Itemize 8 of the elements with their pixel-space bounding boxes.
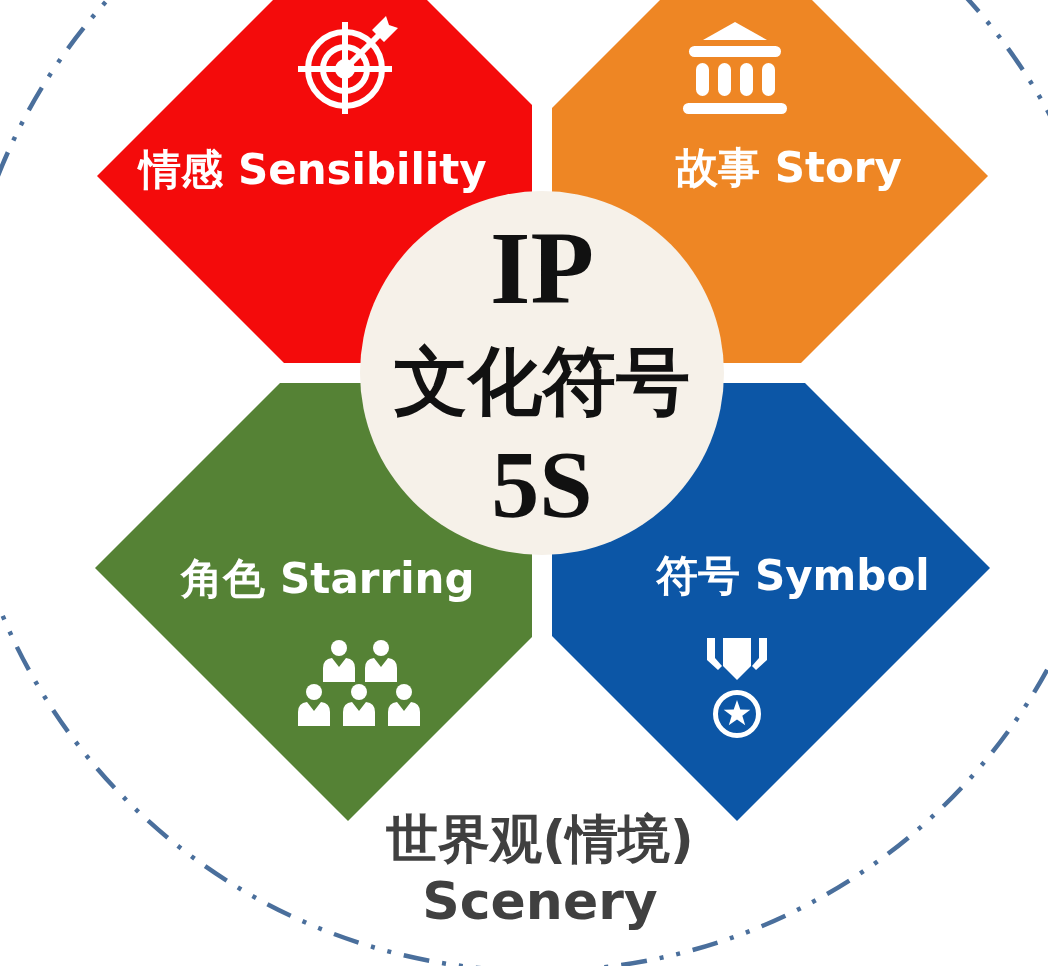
title-text: 5S [491, 437, 593, 533]
title-text: 文化符号 [394, 344, 690, 418]
category-label: 角色 Starring [181, 553, 475, 605]
category-label: 情感 Sensibility [139, 144, 487, 196]
circle-label: 世界观(情境) Scenery [385, 808, 695, 932]
category-label: 故事 Story [676, 142, 902, 194]
category-label: 符号 Symbol [656, 550, 930, 602]
title-text: IP [490, 216, 594, 320]
